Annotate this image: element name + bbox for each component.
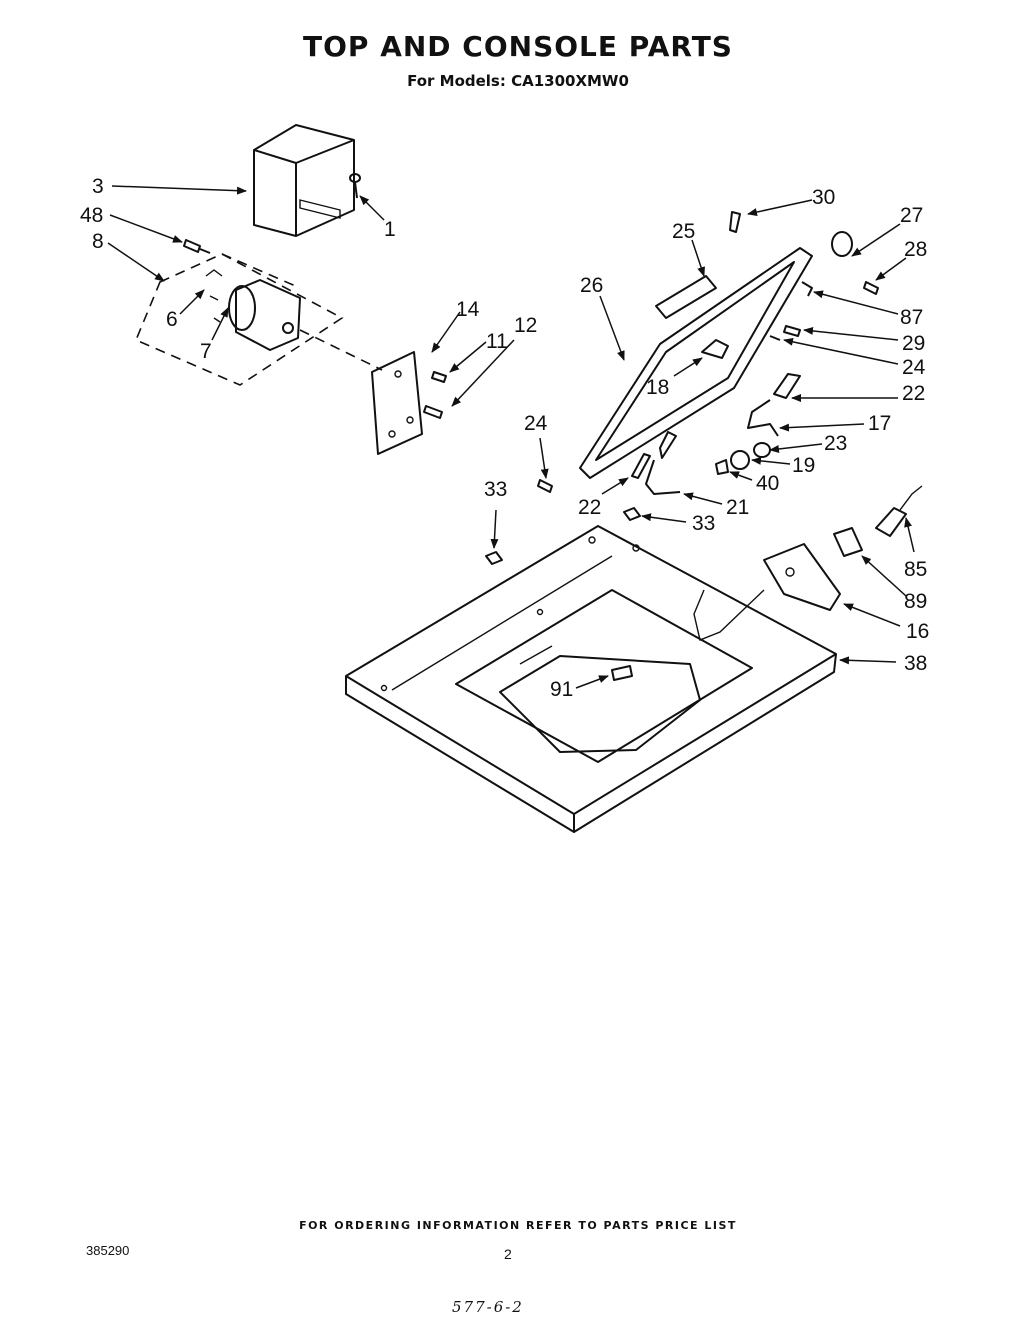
screw-91-part — [611, 665, 633, 681]
screw-29-part — [783, 325, 801, 337]
callout-labels: 3 1 48 8 6 7 14 11 12 30 27 28 25 26 87 … — [80, 175, 929, 701]
callout-33-left: 33 — [484, 478, 507, 501]
screw-24b-part — [537, 479, 553, 493]
model-subtitle: For Models: CA1300XMW0 — [407, 72, 629, 90]
leader-lines — [107, 185, 915, 689]
callout-87: 87 — [900, 306, 923, 329]
callout-6: 6 — [166, 308, 178, 331]
callout-18: 18 — [646, 376, 669, 399]
bumper-33b-part — [623, 507, 641, 521]
callout-7: 7 — [200, 340, 212, 363]
knob-27-part — [831, 231, 853, 257]
callout-12: 12 — [514, 314, 537, 337]
callout-38: 38 — [904, 652, 927, 675]
callout-24-upper: 24 — [902, 356, 926, 379]
ordering-info-note: FOR ORDERING INFORMATION REFER TO PARTS … — [299, 1219, 737, 1232]
screw-1-part — [349, 173, 361, 199]
callout-14: 14 — [456, 298, 480, 321]
callout-3: 3 — [92, 175, 104, 198]
callout-11: 11 — [486, 330, 508, 353]
callout-33-right: 33 — [692, 512, 715, 535]
callout-22-lower: 22 — [578, 496, 601, 519]
document-number: 385290 — [86, 1243, 130, 1258]
screw-48-part — [183, 239, 211, 254]
callout-27: 27 — [900, 204, 923, 227]
callout-28: 28 — [904, 238, 927, 261]
callout-19: 19 — [792, 454, 815, 477]
callout-26: 26 — [580, 274, 603, 297]
callout-23: 23 — [824, 432, 847, 455]
timer-plate-guide-line-upper — [221, 253, 301, 289]
mounting-plate-part — [371, 351, 423, 455]
page-number: 2 — [504, 1246, 512, 1262]
bumper-33a-part — [485, 551, 503, 565]
callout-22-upper: 22 — [902, 382, 925, 405]
callout-17: 17 — [868, 412, 891, 435]
top-panel-38-part — [345, 525, 837, 833]
callout-24-lower: 24 — [524, 412, 548, 435]
lid-switch-bracket-16-part — [763, 543, 841, 611]
switch-85-part — [875, 485, 923, 537]
callout-48: 48 — [80, 204, 103, 227]
callout-30: 30 — [812, 186, 835, 209]
callout-21: 21 — [726, 496, 749, 519]
bracket-25-part — [655, 275, 717, 319]
callout-16: 16 — [906, 620, 929, 643]
screw-11-part — [431, 371, 447, 383]
callout-91: 91 — [550, 678, 573, 701]
clip-22b-part — [631, 453, 651, 479]
handwritten-note: 577-6-2 — [452, 1298, 524, 1316]
callout-85: 85 — [904, 558, 927, 581]
callout-8: 8 — [92, 230, 104, 253]
screw-87-part — [801, 281, 813, 297]
lamp-40-part — [715, 459, 729, 475]
callout-40: 40 — [756, 472, 779, 495]
wire-21-part — [645, 431, 681, 495]
callout-1: 1 — [384, 218, 396, 241]
callout-89: 89 — [904, 590, 927, 613]
page-title: TOP AND CONSOLE PARTS — [303, 30, 733, 63]
console-bracket-part — [253, 124, 355, 237]
lamp-wire-17-part — [747, 399, 779, 437]
screw-12-part — [423, 405, 443, 419]
screw-24a-part — [769, 335, 781, 341]
screw-28-part — [863, 281, 879, 295]
callout-29: 29 — [902, 332, 925, 355]
callout-25: 25 — [672, 220, 695, 243]
console-frame-part — [579, 247, 813, 479]
timer-assembly-part — [134, 253, 344, 386]
knob-18-part — [701, 339, 729, 359]
timer-plate-guide-line — [299, 329, 383, 371]
socket-23-part — [753, 442, 771, 458]
clip-22a-part — [773, 373, 801, 399]
switch-89-part — [833, 527, 863, 557]
screw-30-part — [729, 211, 741, 233]
bulb-19-part — [730, 450, 750, 470]
